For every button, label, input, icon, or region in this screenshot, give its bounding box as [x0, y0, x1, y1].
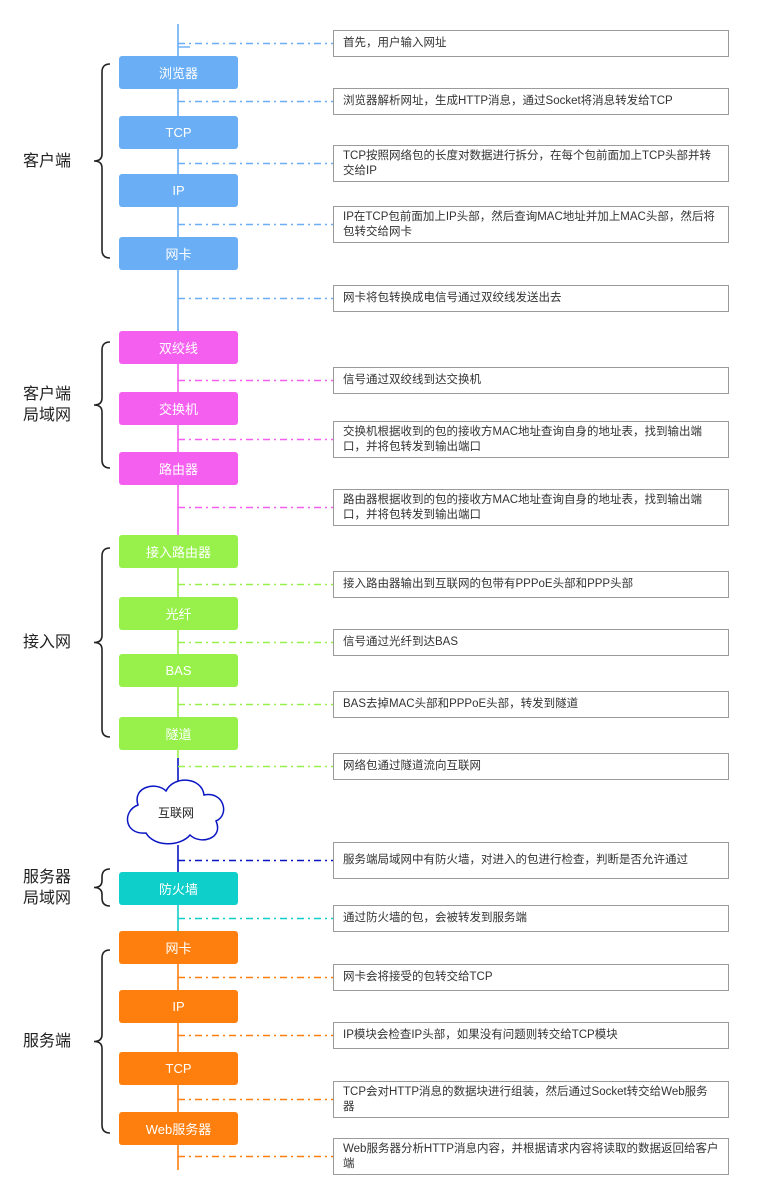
- group-label-access: 接入网: [22, 634, 71, 651]
- group-bracket: [93, 868, 111, 907]
- step-note-text: 服务端局域网中有防火墙，对进入的包进行检查，判断是否允许通过: [343, 854, 688, 866]
- node-7: 接入路由器: [119, 535, 238, 568]
- node-0: 浏览器: [119, 56, 238, 89]
- step-note-text: 路由器根据收到的包的接收方MAC地址查询自身的地址表，找到输出端口，并将包转发到…: [343, 493, 703, 521]
- group-bracket: [93, 63, 111, 259]
- step-note-text: 网卡会将接受的包转交给TCP: [343, 971, 493, 983]
- step-note: 网卡会将接受的包转交给TCP: [333, 964, 729, 991]
- step-note: 信号通过光纤到达BAS: [333, 629, 729, 656]
- step-note-text: 首先，用户输入网址: [343, 37, 447, 49]
- step-note-text: 通过防火墙的包，会被转发到服务端: [343, 912, 527, 924]
- node-14: TCP: [119, 1052, 238, 1085]
- step-note: 通过防火墙的包，会被转发到服务端: [333, 905, 729, 932]
- node-6: 路由器: [119, 452, 238, 485]
- step-note: IP在TCP包前面加上IP头部，然后查询MAC地址并加上MAC头部，然后将包转交…: [333, 206, 729, 243]
- node-3: 网卡: [119, 237, 238, 270]
- step-note: 网络包通过隧道流向互联网: [333, 753, 729, 780]
- step-note-text: 网卡将包转换成电信号通过双绞线发送出去: [343, 292, 562, 304]
- step-note: 路由器根据收到的包的接收方MAC地址查询自身的地址表，找到输出端口，并将包转发到…: [333, 489, 729, 526]
- step-note: TCP按照网络包的长度对数据进行拆分，在每个包前面加上TCP头部并转交给IP: [333, 145, 729, 182]
- step-note: TCP会对HTTP消息的数据块进行组装，然后通过Socket转交给Web服务器: [333, 1081, 729, 1118]
- step-note: BAS去掉MAC头部和PPPoE头部，转发到隧道: [333, 691, 729, 718]
- node-5: 交换机: [119, 392, 238, 425]
- node-10: 隧道: [119, 717, 238, 750]
- group-bracket: [93, 547, 111, 738]
- node-13: IP: [119, 990, 238, 1023]
- step-note: 浏览器解析网址，生成HTTP消息，通过Socket将消息转发给TCP: [333, 88, 729, 115]
- step-note: 服务端局域网中有防火墙，对进入的包进行检查，判断是否允许通过: [333, 842, 729, 879]
- step-note-text: IP在TCP包前面加上IP头部，然后查询MAC地址并加上MAC头部，然后将包转交…: [343, 210, 715, 238]
- step-note: 首先，用户输入网址: [333, 30, 729, 57]
- node-2: IP: [119, 174, 238, 207]
- step-note: 网卡将包转换成电信号通过双绞线发送出去: [333, 285, 729, 312]
- group-label-server: 服务端: [22, 1033, 71, 1050]
- step-note-text: Web服务器分析HTTP消息内容，并根据请求内容将读取的数据返回给客户端: [343, 1142, 719, 1170]
- internet-cloud-label: 互联网: [157, 806, 194, 820]
- node-1: TCP: [119, 116, 238, 149]
- step-note: Web服务器分析HTTP消息内容，并根据请求内容将读取的数据返回给客户端: [333, 1138, 729, 1175]
- step-note: 信号通过双绞线到达交换机: [333, 367, 729, 394]
- step-note-text: 信号通过光纤到达BAS: [343, 636, 459, 648]
- step-note-text: 交换机根据收到的包的接收方MAC地址查询自身的地址表，找到输出端口，并将包转发到…: [343, 425, 703, 453]
- step-note-text: IP模块会检查IP头部，如果没有问题则转交给TCP模块: [343, 1029, 618, 1041]
- step-note-text: 信号通过双绞线到达交换机: [343, 374, 481, 386]
- group-label-client: 客户端: [22, 152, 71, 170]
- step-note: IP模块会检查IP头部，如果没有问题则转交给TCP模块: [333, 1022, 729, 1049]
- node-15: Web服务器: [119, 1112, 238, 1145]
- step-note-text: TCP会对HTTP消息的数据块进行组装，然后通过Socket转交给Web服务器: [343, 1085, 708, 1113]
- internet-cloud-icon: [126, 779, 225, 845]
- step-note: 交换机根据收到的包的接收方MAC地址查询自身的地址表，找到输出端口，并将包转发到…: [333, 421, 729, 458]
- node-9: BAS: [119, 654, 238, 687]
- group-bracket: [93, 341, 111, 469]
- group-label-server_lan: 服务器 局域网: [22, 868, 71, 907]
- step-note-text: BAS去掉MAC头部和PPPoE头部，转发到隧道: [343, 698, 579, 710]
- node-12: 网卡: [119, 931, 238, 964]
- node-4: 双绞线: [119, 331, 238, 364]
- node-8: 光纤: [119, 597, 238, 630]
- node-11: 防火墙: [119, 872, 238, 905]
- step-note-text: TCP按照网络包的长度对数据进行拆分，在每个包前面加上TCP头部并转交给IP: [343, 149, 711, 177]
- group-label-client_lan: 客户端 局域网: [22, 386, 71, 424]
- step-note: 接入路由器输出到互联网的包带有PPPoE头部和PPP头部: [333, 571, 729, 598]
- step-note-text: 网络包通过隧道流向互联网: [343, 760, 481, 772]
- step-note-text: 浏览器解析网址，生成HTTP消息，通过Socket将消息转发给TCP: [343, 95, 673, 107]
- group-bracket: [93, 949, 111, 1134]
- step-note-text: 接入路由器输出到互联网的包带有PPPoE头部和PPP头部: [343, 578, 634, 590]
